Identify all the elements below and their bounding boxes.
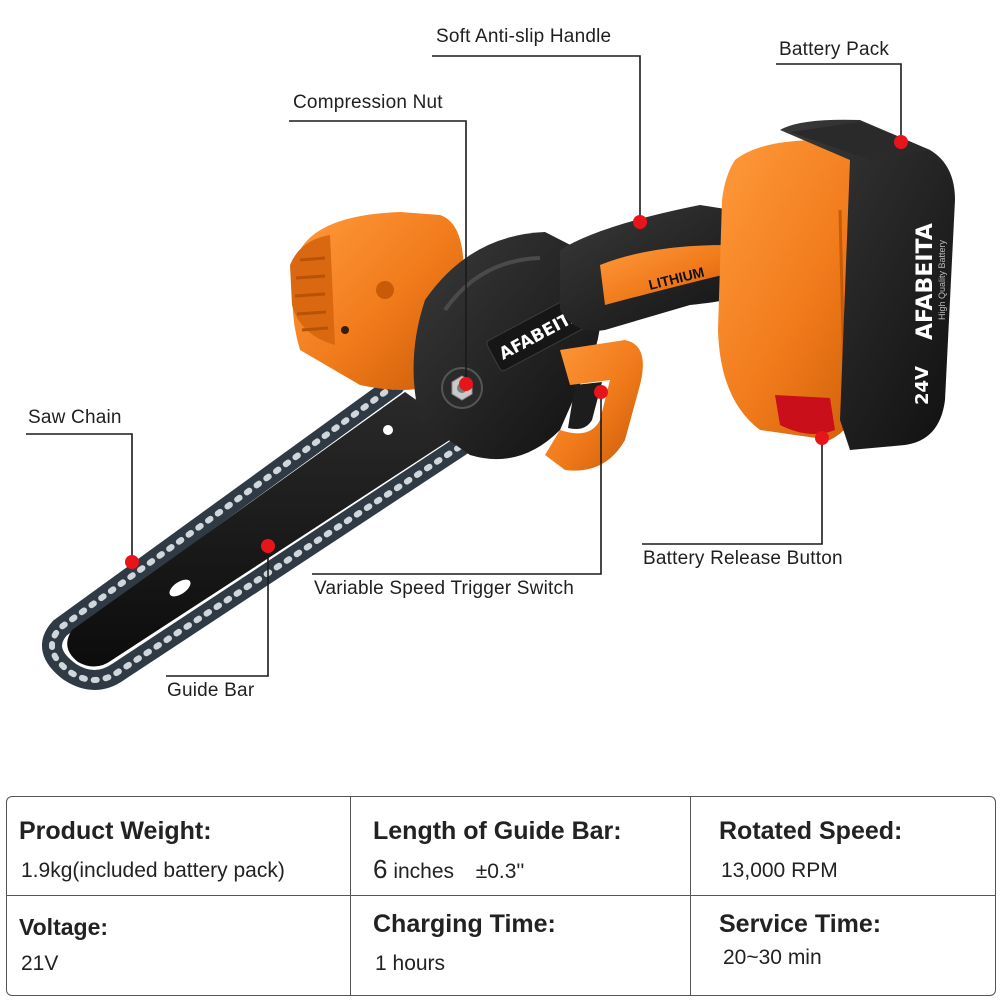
spec-cell-service: Service Time: 20~30 min — [691, 896, 995, 995]
guide-bar — [67, 392, 462, 667]
spec-value-charging: 1 hours — [375, 952, 446, 975]
spec-value-bar-length: 6 inches ±0.3'' — [373, 854, 524, 885]
spec-cell-bar-length: Length of Guide Bar: 6 inches ±0.3'' — [351, 797, 691, 896]
spec-value-service: 20~30 min — [723, 946, 822, 969]
spec-value-bar-tolerance: ±0.3'' — [475, 860, 525, 883]
spec-value-bar-number: 6 — [373, 854, 388, 884]
spec-label-voltage: Voltage: — [19, 914, 109, 940]
callout-trigger-switch: Variable Speed Trigger Switch — [314, 578, 574, 599]
spec-label-speed: Rotated Speed: — [719, 817, 903, 845]
spec-cell-weight: Product Weight: 1.9kg(included battery p… — [7, 797, 351, 896]
callout-guide-bar: Guide Bar — [167, 680, 255, 701]
battery-brand-logo: AFABEITA — [913, 223, 938, 340]
handle: LITHIUM — [560, 205, 766, 331]
marker-compression-nut — [459, 377, 473, 391]
callout-soft-handle: Soft Anti-slip Handle — [436, 26, 612, 47]
spec-cell-charging: Charging Time: 1 hours — [351, 896, 691, 995]
leader-lines — [26, 55, 902, 677]
callout-saw-chain: Saw Chain — [28, 407, 122, 428]
trigger-guard — [545, 340, 643, 471]
callout-battery-pack: Battery Pack — [779, 39, 890, 60]
marker-battery-pack — [894, 135, 908, 149]
chainsaw-illustration: AFABEITA LITHIUM AFABEITA High Quality B… — [26, 55, 955, 690]
spec-value-bar-unit: inches — [393, 860, 455, 883]
callout-markers — [125, 135, 908, 569]
callout-compression-nut: Compression Nut — [293, 92, 443, 113]
marker-battery-release — [815, 431, 829, 445]
saw-chain — [42, 375, 480, 690]
spec-value-weight: 1.9kg(included battery pack) — [21, 859, 285, 882]
marker-saw-chain — [125, 555, 139, 569]
spec-cell-voltage: Voltage: 21V — [7, 896, 351, 995]
marker-soft-handle — [633, 215, 647, 229]
spec-label-weight: Product Weight: — [19, 817, 212, 845]
spec-label-charging: Charging Time: — [373, 910, 556, 938]
spec-value-speed: 13,000 RPM — [721, 859, 838, 882]
marker-trigger-switch — [594, 385, 608, 399]
battery-pack: AFABEITA High Quality Battery 24V — [775, 119, 955, 450]
battery-voltage-badge: 24V — [912, 366, 933, 405]
spec-label-service: Service Time: — [719, 910, 882, 938]
spec-label-bar-length: Length of Guide Bar: — [373, 817, 622, 845]
spec-value-voltage: 21V — [21, 952, 59, 975]
spec-cell-speed: Rotated Speed: 13,000 RPM — [691, 797, 995, 896]
marker-guide-bar — [261, 539, 275, 553]
spec-table: Product Weight: 1.9kg(included battery p… — [6, 796, 996, 996]
callout-battery-release: Battery Release Button — [643, 548, 843, 569]
battery-tagline: High Quality Battery — [937, 239, 947, 320]
battery-release-button — [775, 395, 835, 434]
